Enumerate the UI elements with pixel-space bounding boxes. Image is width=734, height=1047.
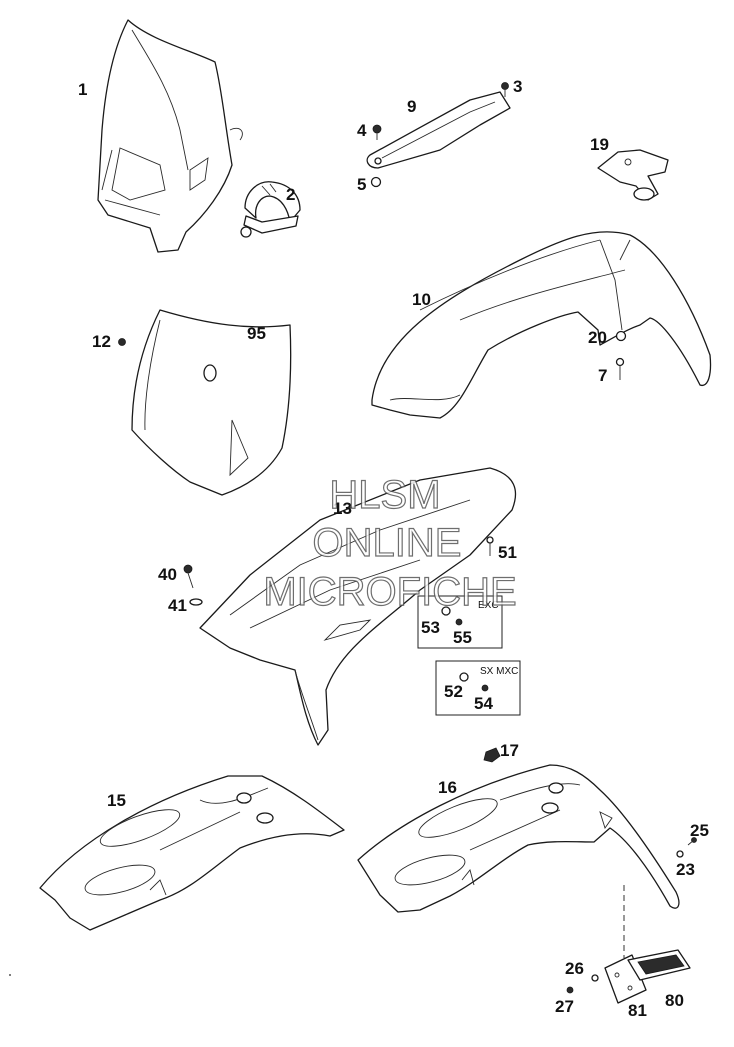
label-15: 15 (107, 791, 126, 810)
exc-variant-box: EXC (417, 595, 503, 649)
reflector-plate (627, 949, 691, 981)
label-40: 40 (158, 565, 177, 584)
headlight-mask (97, 19, 243, 253)
headlight-clamp (240, 181, 301, 238)
nut-17 (483, 747, 501, 763)
label-5: 5 (357, 175, 366, 194)
watermark-line3: MICROFICHE (263, 570, 516, 614)
label-3: 3 (513, 77, 522, 96)
watermark-line1: HLSM (329, 473, 440, 517)
label-27: 27 (555, 997, 574, 1016)
bolt-40 (183, 564, 194, 589)
label-12: 12 (92, 332, 111, 351)
mount-bracket (597, 149, 669, 201)
label-19: 19 (590, 135, 609, 154)
label-80: 80 (665, 991, 684, 1010)
label-9: 9 (407, 97, 416, 116)
screw-51 (486, 536, 494, 556)
screw-4 (372, 124, 382, 140)
label-4: 4 (357, 121, 367, 140)
sx-mxc-box-label: SX MXC (480, 666, 518, 677)
screw-7 (615, 357, 625, 380)
label-17: 17 (500, 741, 519, 760)
screw-12 (118, 338, 126, 346)
number-plate (131, 309, 292, 496)
screw-25 (687, 837, 697, 846)
rear-fender-13 (199, 467, 517, 746)
nut-20 (615, 330, 627, 342)
label-81: 81 (628, 1001, 647, 1020)
label-16: 16 (438, 778, 457, 797)
screw-27 (566, 986, 574, 994)
washer-41 (189, 598, 203, 606)
label-25: 25 (690, 821, 709, 840)
exc-box-label: EXC (478, 600, 499, 611)
label-52: 52 (444, 682, 463, 701)
label-51: 51 (498, 543, 517, 562)
watermark: HLSM ONLINE MICROFICHE (263, 472, 518, 614)
front-fender-15 (39, 775, 345, 931)
fender-bracket (366, 91, 511, 169)
stray-dot (9, 974, 11, 976)
washer-26 (591, 974, 599, 982)
watermark-line2: ONLINE (313, 521, 462, 565)
label-1: 1 (78, 80, 87, 99)
label-26: 26 (565, 959, 584, 978)
front-fender-16 (357, 764, 680, 913)
label-53: 53 (421, 618, 440, 637)
label-7: 7 (598, 366, 607, 385)
label-20: 20 (588, 328, 607, 347)
screw-3 (501, 82, 509, 97)
label-95: 95 (247, 324, 266, 343)
label-41: 41 (168, 596, 187, 615)
label-2: 2 (286, 185, 295, 204)
sx-mxc-variant-box: SX MXC (435, 660, 521, 716)
label-55: 55 (453, 628, 472, 647)
washer-23 (676, 850, 684, 858)
label-23: 23 (676, 860, 695, 879)
nut-5 (370, 176, 382, 188)
label-13: 13 (333, 499, 352, 518)
label-10: 10 (412, 290, 431, 309)
label-54: 54 (474, 694, 493, 713)
front-fender-10 (371, 231, 712, 419)
